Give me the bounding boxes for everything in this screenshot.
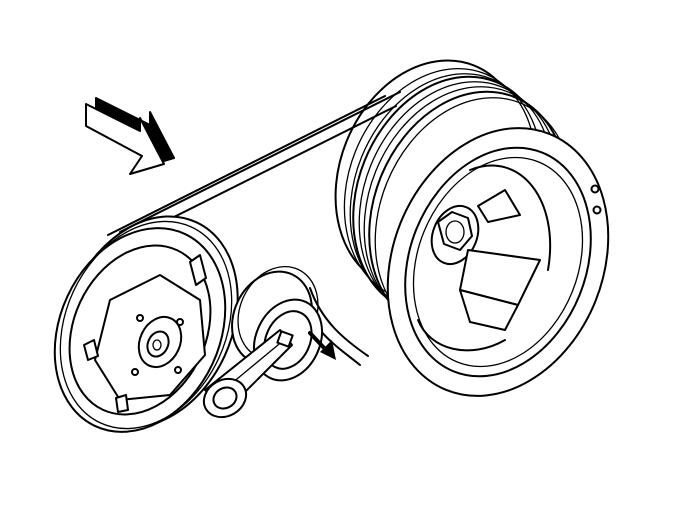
pulley-hole [590, 184, 600, 194]
tensioner-rotation-arrow [308, 331, 336, 360]
square-drive [276, 330, 294, 348]
view-direction-arrow [85, 97, 175, 175]
pulley-hole [592, 205, 602, 215]
ac-compressor-pulley [53, 215, 239, 433]
belt-tensioner [202, 265, 324, 419]
center-bolt [437, 211, 473, 251]
crankshaft-pulley [334, 59, 610, 397]
